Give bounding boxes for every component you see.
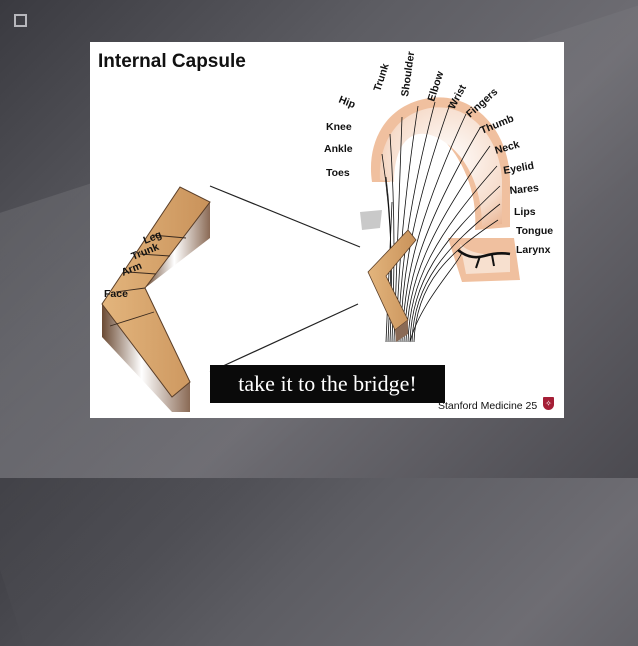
homunculus-label-toes: Toes	[326, 167, 350, 179]
capsule-label-face: Face	[104, 288, 128, 300]
homunculus-label-trunk: Trunk	[371, 62, 391, 93]
stanford-shield-icon: ✧	[543, 397, 554, 410]
caption-banner: take it to the bridge!	[210, 365, 445, 403]
diagram-title: Internal Capsule	[98, 51, 246, 72]
motor-cortex-strip	[360, 97, 520, 282]
homunculus-label-eyelid: Eyelid	[502, 160, 535, 177]
homunculus-label-lips: Lips	[514, 206, 536, 218]
diagram-figure: Internal Capsule	[90, 42, 564, 418]
homunculus-label-tongue: Tongue	[516, 225, 553, 237]
diagram-canvas: Leg Trunk Arm Face	[101, 51, 553, 412]
caption-text: take it to the bridge!	[238, 371, 417, 396]
capsule-segment-small	[367, 229, 417, 342]
homunculus-label-nares: Nares	[509, 182, 539, 197]
homunculus-label-knee: Knee	[326, 121, 352, 133]
credit-text: Stanford Medicine 25	[438, 400, 538, 412]
homunculus-label-ankle: Ankle	[324, 143, 353, 155]
homunculus-label-larynx: Larynx	[516, 244, 551, 256]
zoom-line-bottom	[209, 303, 359, 373]
capsule-3d-model: Leg Trunk Arm Face	[101, 186, 211, 412]
homunculus-label-hip: Hip	[337, 94, 357, 111]
homunculus-label-shoulder: Shoulder	[399, 51, 417, 98]
slide-bullet-icon	[14, 14, 27, 27]
zoom-line-top	[209, 185, 361, 248]
